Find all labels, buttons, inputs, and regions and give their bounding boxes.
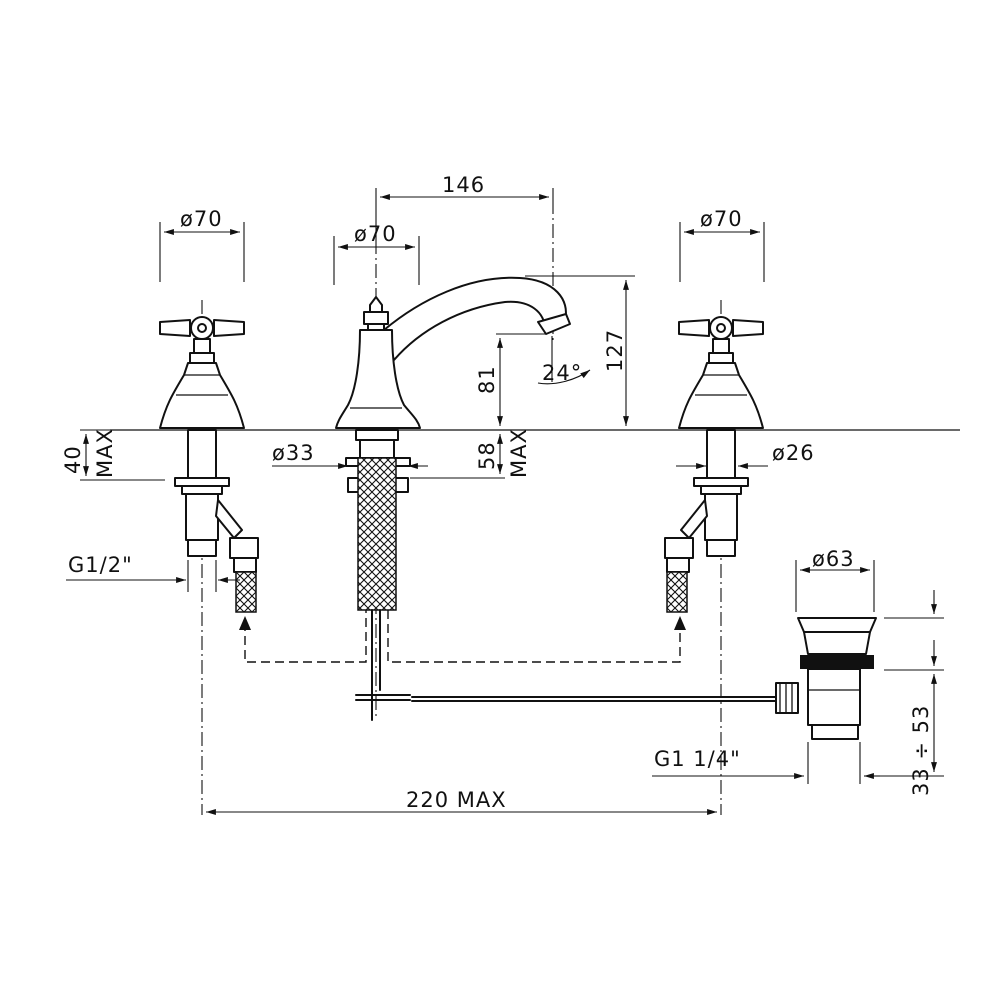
- dim-58: [410, 434, 505, 479]
- dim-depth-left-max-label: MAX: [93, 428, 117, 478]
- dim-angle: [537, 336, 591, 385]
- dim-waste-diameter: [795, 560, 875, 612]
- dim-spout-diameter-label: ø70: [354, 222, 397, 246]
- dim-depth-center-max-label: MAX: [507, 428, 531, 478]
- right-valve: [664, 316, 764, 613]
- dim-spacing-label: 146: [442, 173, 485, 197]
- dim-waste-thread-label: G1 1/4": [654, 747, 741, 771]
- dim-spout-height-label: 81: [475, 365, 499, 394]
- dim-overall-width-label: 220 MAX: [406, 788, 507, 812]
- pop-up-waste: [411, 617, 877, 740]
- hidden-hoses: [239, 610, 686, 663]
- dim-inlet-thread-label: G1/2": [68, 553, 133, 577]
- dim-right-diameter-label: ø70: [700, 207, 743, 231]
- dim-depth-left-label: 40: [61, 445, 85, 474]
- dim-angle-label: 24°: [542, 361, 582, 385]
- dim-inlet-thread: [66, 560, 240, 592]
- dim-146: [375, 188, 554, 240]
- dim-left-diameter-label: ø70: [180, 207, 223, 231]
- dim-depth-center-label: 58: [475, 441, 499, 470]
- dim-127: [525, 275, 635, 426]
- dim-body-diameter-label: ø33: [272, 441, 315, 465]
- spout-body: [335, 276, 571, 721]
- dim-right-handle-diameter: [679, 222, 765, 282]
- left-valve: [159, 316, 259, 613]
- dim-left-handle-diameter: [159, 222, 245, 282]
- dim-valve-diameter-label: ø26: [772, 441, 815, 465]
- dim-waste-thread: [652, 742, 880, 784]
- dim-waste-height-label: 33 ÷ 53: [909, 705, 933, 796]
- dim-spout-diameter: [333, 236, 420, 285]
- dim-81: [496, 333, 545, 426]
- dim-height-label: 127: [603, 329, 627, 372]
- dim-waste-diameter-label: ø63: [812, 547, 855, 571]
- dim-40: [80, 429, 165, 481]
